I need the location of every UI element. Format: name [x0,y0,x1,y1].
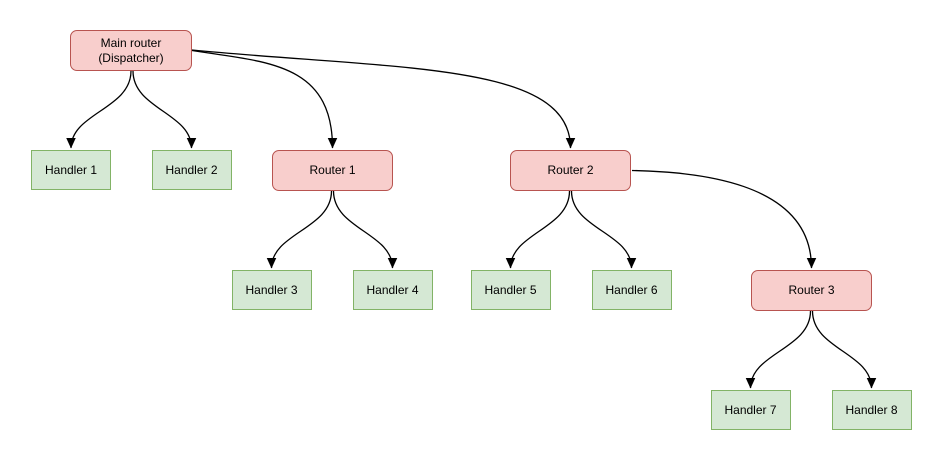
node-handler-4-label: Handler 4 [366,282,419,297]
node-handler-8-label: Handler 8 [845,402,898,417]
edge-router1-to-handler4 [332,190,398,269]
edge-main-to-router2 [191,49,576,149]
node-router-2-label: Router 2 [547,163,594,177]
edge-router2-to-handler6 [570,190,637,269]
edge-router2-to-router3 [631,169,817,269]
node-handler-4: Handler 4 [352,270,433,310]
edge-router3-to-handler7 [745,310,812,389]
node-handler-1: Handler 1 [31,150,111,190]
edge-router3-to-handler8 [811,310,877,389]
node-main-router-label-line2: (Dispatcher) [98,50,164,65]
node-main-router: Main router (Dispatcher) [70,30,192,71]
node-handler-3-label: Handler 3 [245,282,298,297]
node-router-1-label: Router 1 [309,163,356,177]
node-router-3-label: Router 3 [788,283,835,297]
node-handler-6-label: Handler 6 [605,282,658,297]
edge-router2-to-handler5 [505,190,571,269]
edge-main-to-handler1 [66,70,132,149]
node-handler-2: Handler 2 [151,150,232,190]
node-handler-1-label: Handler 1 [44,162,98,177]
node-handler-7-label: Handler 7 [724,402,777,417]
node-router-2: Router 2 [510,150,631,191]
node-router-1: Router 1 [272,150,393,191]
node-handler-2-label: Handler 2 [165,162,218,177]
node-handler-7: Handler 7 [710,390,791,430]
edge-main-to-router1 [191,49,338,149]
node-handler-5: Handler 5 [470,270,551,310]
node-router-3: Router 3 [751,270,872,311]
edge-router1-to-handler3 [266,190,333,269]
node-handler-3: Handler 3 [231,270,312,310]
node-main-router-label-line1: Main router [100,35,162,50]
node-handler-5-label: Handler 5 [484,282,537,297]
node-handler-6: Handler 6 [591,270,672,310]
edge-main-to-handler2 [132,70,197,149]
node-handler-8: Handler 8 [831,390,912,430]
